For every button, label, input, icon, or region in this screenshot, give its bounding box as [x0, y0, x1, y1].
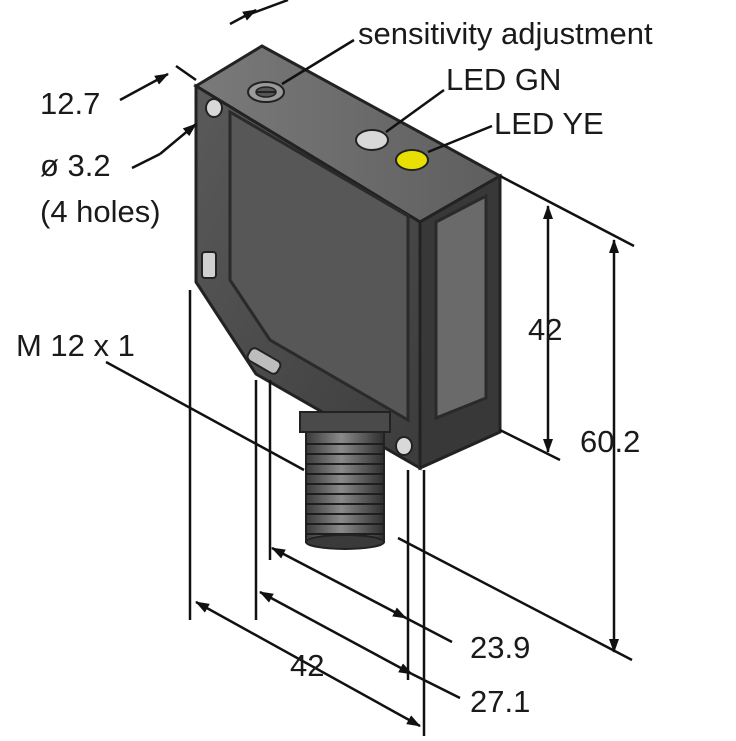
side-window	[434, 193, 488, 421]
sensitivity-screw	[247, 81, 285, 103]
mounting-hole-top	[205, 98, 223, 118]
label-total-height: 60.2	[580, 424, 640, 459]
label-connector-offset: 23.9	[470, 630, 530, 665]
sensor-housing	[193, 44, 504, 471]
mounting-hole-bottom	[395, 436, 413, 456]
label-hole-offset: 12.7	[40, 86, 100, 121]
label-face-height: 42	[528, 312, 562, 347]
label-hole-count: (4 holes)	[40, 194, 161, 229]
label-hole-dia: ø 3.2	[40, 148, 111, 183]
dimension-labels: sensitivity adjustment LED GN LED YE 12.…	[16, 16, 653, 719]
dimension-lines	[105, 0, 635, 736]
label-depth-offset: 27.1	[470, 684, 530, 719]
led-green	[355, 129, 389, 151]
housing-slot-left	[201, 251, 217, 279]
label-thread: M 12 x 1	[16, 328, 135, 363]
label-led-gn: LED GN	[446, 62, 561, 97]
housing-slot-bottom	[246, 347, 282, 375]
label-led-ye: LED YE	[494, 106, 604, 141]
led-yellow	[395, 149, 429, 171]
label-sensitivity: sensitivity adjustment	[358, 16, 653, 51]
m12-connector	[299, 411, 391, 550]
front-lens-panel	[228, 109, 410, 423]
label-width: 42	[290, 648, 324, 683]
